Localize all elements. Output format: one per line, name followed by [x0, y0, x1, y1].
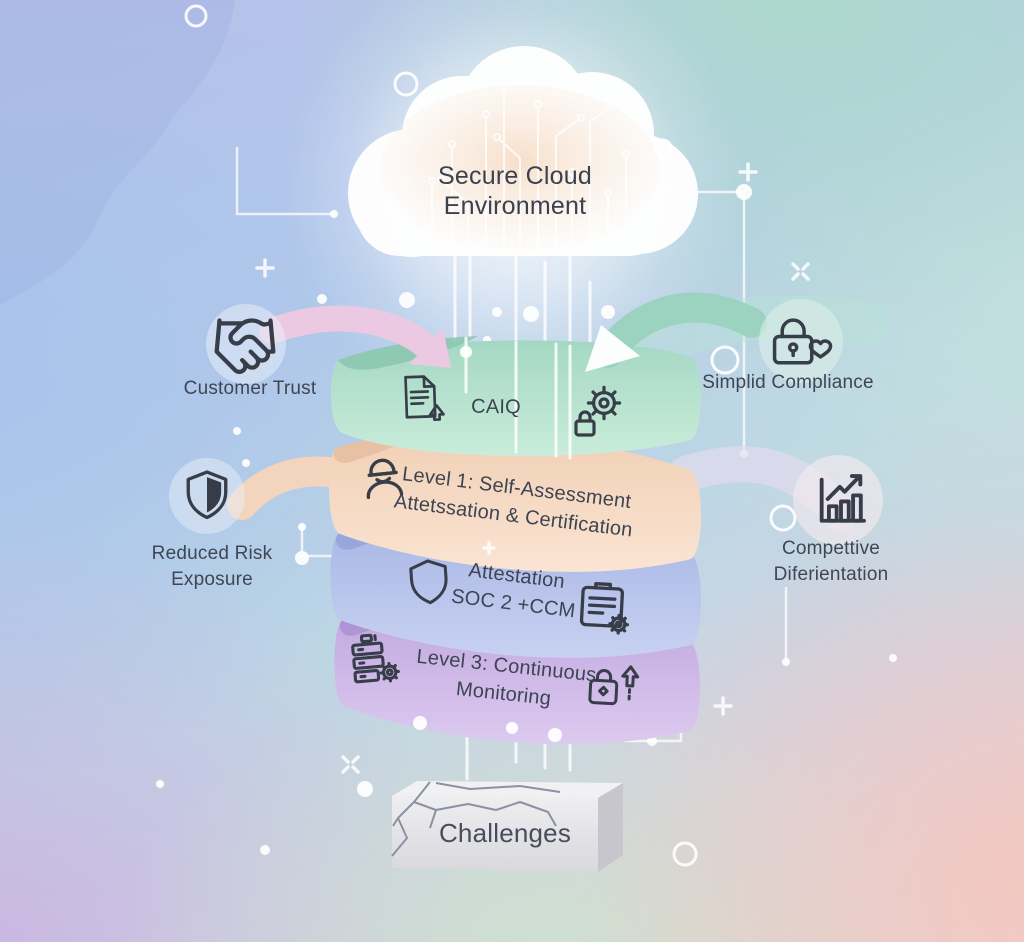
cloud-circuit-traces	[428, 84, 630, 256]
challenges-block	[391, 781, 623, 872]
compliance-arrow	[585, 292, 767, 372]
ribbon-dot	[460, 346, 472, 358]
map-silhouette	[0, 0, 235, 305]
crack-lines	[391, 781, 561, 857]
cloud-shape	[285, 0, 745, 415]
trust-arrow	[259, 305, 451, 368]
